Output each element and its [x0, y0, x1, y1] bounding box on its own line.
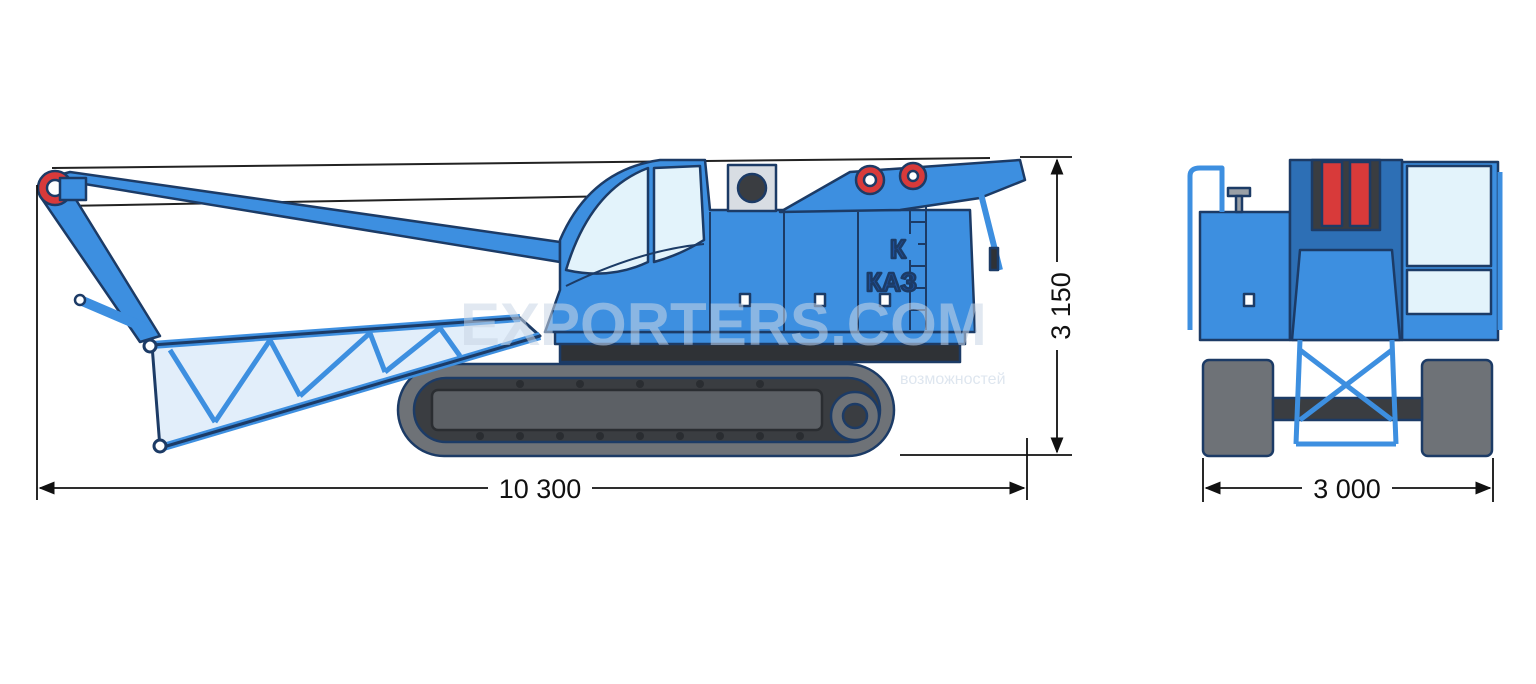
boom-tip-sheave-icon	[36, 169, 88, 207]
watermark-sub: возможностей	[900, 371, 1006, 388]
crawler-track	[396, 362, 896, 458]
width-dimension-label: 3 000	[1313, 474, 1381, 504]
kaz-logo: К КАЗ	[865, 233, 918, 299]
watermark: EXPORTERS.COM возможностей	[460, 291, 1006, 388]
watermark-main: EXPORTERS.COM	[460, 291, 987, 358]
logo-letter: К	[890, 234, 906, 264]
crawler-crane-rear-icon	[1187, 158, 1503, 458]
lattice-boom	[142, 314, 542, 454]
dimension-lines	[36, 156, 1494, 502]
crawler-crane-side-icon: К КАЗ	[36, 157, 1027, 458]
logo-text: КАЗ	[866, 267, 917, 297]
height-dimension-label: 3 150	[1046, 272, 1076, 340]
length-dimension-label: 10 300	[499, 474, 582, 504]
superstructure	[543, 158, 1027, 334]
